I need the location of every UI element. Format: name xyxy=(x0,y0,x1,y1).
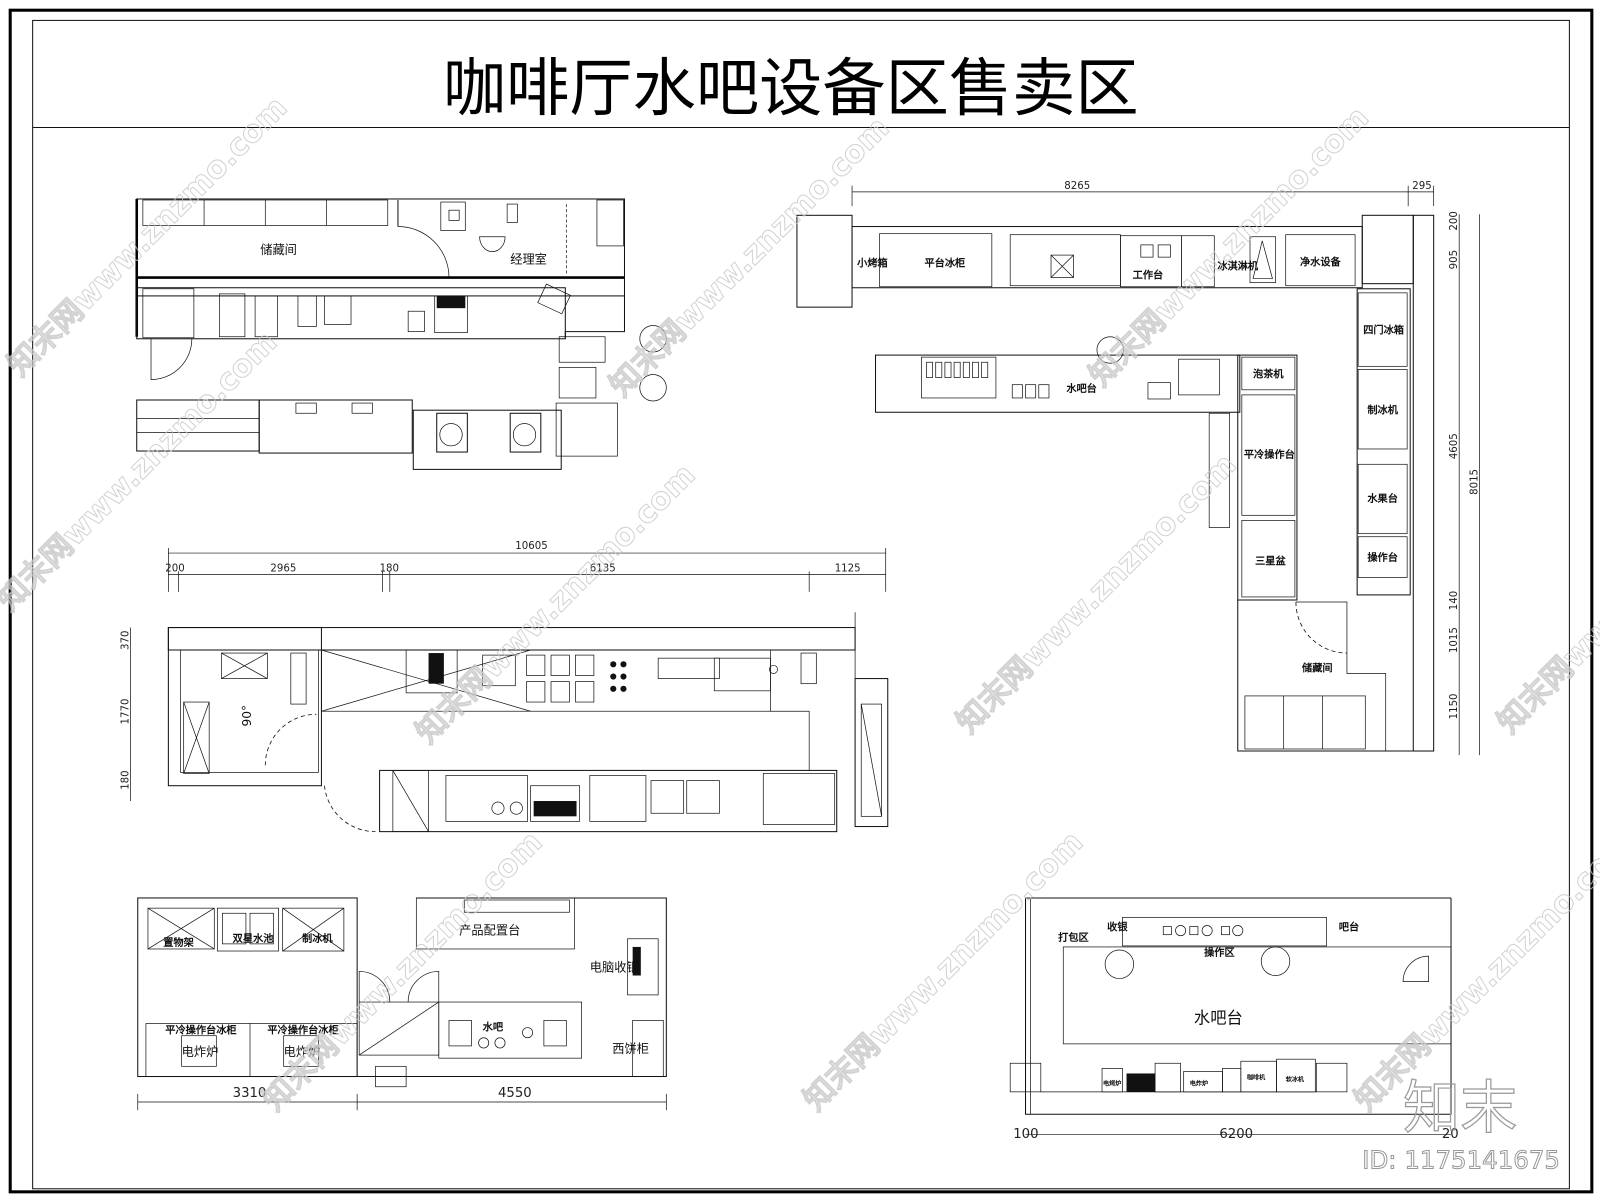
dim-6200: 6200 xyxy=(1219,1127,1253,1142)
label-water-bar: 水吧 xyxy=(482,1021,504,1034)
watermark-text: 知末网www.znzmo.com xyxy=(1491,447,1600,740)
room-label-manager-office: 经理室 xyxy=(510,251,547,266)
dim-10605: 10605 xyxy=(515,541,547,552)
watermark-id: ID: 1175141675 xyxy=(1362,1145,1560,1174)
label-workbench: 工作台 xyxy=(1133,269,1164,282)
label-shelf: 置物架 xyxy=(163,936,194,949)
dim-370: 370 xyxy=(121,631,132,650)
dim-200: 200 xyxy=(165,563,184,574)
watermark-text: 知末网www.znzmo.com xyxy=(1083,100,1376,393)
label-fruit-table: 水果台 xyxy=(1366,492,1398,505)
dim-6135: 6135 xyxy=(590,563,616,574)
watermark-logo: 知末 xyxy=(1403,1076,1517,1142)
room-label-storage: 储藏间 xyxy=(260,242,297,257)
label-small-oven: 小烤箱 xyxy=(856,256,888,269)
label-four-door-fridge: 四门冰箱 xyxy=(1363,324,1404,337)
label-platform-freezer: 平台冰柜 xyxy=(924,256,965,269)
label-packing-area: 打包区 xyxy=(1058,931,1089,944)
dim-1150: 1150 xyxy=(1449,693,1460,719)
watermark-layer: 知末网www.znzmo.com 知末网www.znzmo.com 知末网www… xyxy=(0,90,1600,1175)
dim-8265: 8265 xyxy=(1064,181,1090,192)
label-electric-fryer-2: 电炸炉 xyxy=(284,1045,321,1059)
label-coffee-machine: 咖啡机 xyxy=(1247,1074,1266,1082)
label-electric-fryer-br: 电炸炉 xyxy=(1190,1080,1208,1088)
dim-4550: 4550 xyxy=(498,1086,532,1101)
plan-top-right: 8265 295 小烤箱 平台冰柜 工作台 冰淇淋机 净水设备 四门冰箱 制冰机… xyxy=(796,181,1481,756)
label-flat-cooler-table: 平冷操作台 xyxy=(1244,448,1295,461)
label-product-prep-table: 产品配置台 xyxy=(459,923,520,938)
dim-8015: 8015 xyxy=(1470,469,1481,495)
dim-295: 295 xyxy=(1412,181,1431,192)
plan-bottom-left: 置物架 双星水池 制冰机 平冷操作台冰柜 平冷操作台冰柜 电炸炉 电炸炉 产品配… xyxy=(137,897,667,1111)
label-electric-fryer-1: 电炸炉 xyxy=(182,1045,219,1059)
label-bar: 吧台 xyxy=(1339,921,1359,934)
label-soft-ice-machine: 软冰机 xyxy=(1286,1076,1305,1084)
page-title: 咖啡厅水吧设备区售卖区 xyxy=(443,51,1139,125)
label-water-bar-counter-br: 水吧台 xyxy=(1194,1008,1243,1027)
watermark-text: 知末网www.znzmo.com xyxy=(950,447,1243,740)
dim-140: 140 xyxy=(1449,591,1460,610)
label-water-purifier: 净水设备 xyxy=(1300,255,1342,268)
label-pastry-cabinet: 西饼柜 xyxy=(612,1042,649,1056)
outer-frame xyxy=(8,8,1594,1194)
label-flat-cooler-freezer-1: 平冷操作台冰柜 xyxy=(165,1024,236,1037)
label-tea-machine: 泡茶机 xyxy=(1253,368,1284,381)
angle-label: 90° xyxy=(240,705,254,727)
dim-4605: 4605 xyxy=(1449,433,1460,459)
watermark-text: 知末网www.znzmo.com xyxy=(1348,825,1600,1118)
watermark-text: 知末网www.znzmo.com xyxy=(409,458,702,751)
label-ice-cream-machine: 冰淇淋机 xyxy=(1217,259,1259,272)
dim-905: 905 xyxy=(1449,250,1460,269)
label-operation-area: 操作区 xyxy=(1204,946,1235,959)
dim-100: 100 xyxy=(1013,1127,1038,1142)
label-operation-table: 操作台 xyxy=(1367,551,1398,564)
label-water-bar-counter: 水吧台 xyxy=(1065,382,1097,395)
label-ice-maker: 制冰机 xyxy=(1367,403,1398,416)
dim-2965: 2965 xyxy=(270,563,296,574)
dim-1125: 1125 xyxy=(835,563,861,574)
label-triple-sink: 三星盆 xyxy=(1255,554,1286,567)
watermark-text: 知末网www.znzmo.com xyxy=(797,825,1090,1118)
inner-frame xyxy=(32,19,1570,1190)
plan-top-left: 储藏间 经理室 xyxy=(135,198,667,470)
label-cashier: 收银 xyxy=(1107,921,1128,934)
label-flat-cooler-freezer-2: 平冷操作台冰柜 xyxy=(267,1024,338,1037)
plan-middle-left: 10605 200 2965 180 6135 1125 370 1770 18… xyxy=(121,541,889,833)
dim-1015: 1015 xyxy=(1449,627,1460,653)
dim-3310: 3310 xyxy=(233,1086,267,1101)
plan-bottom-right: 打包区 收银 操作区 吧台 水吧台 电烤炉 电炸炉 咖啡机 软冰机 100 62… xyxy=(1009,897,1459,1142)
dim-180b: 180 xyxy=(121,770,132,789)
dim-20: 20 xyxy=(1442,1127,1459,1142)
dim-200: 200 xyxy=(1449,211,1460,230)
label-ice-maker-bl: 制冰机 xyxy=(302,932,333,945)
label-double-sink: 双星水池 xyxy=(232,932,275,945)
watermark-text: 知末网www.znzmo.com xyxy=(0,325,284,618)
dim-180: 180 xyxy=(380,563,399,574)
label-electric-oven: 电烤炉 xyxy=(1103,1080,1121,1088)
label-storage: 储藏间 xyxy=(1302,661,1333,674)
dim-1770: 1770 xyxy=(121,699,132,725)
label-computer-cashier: 电脑收银 xyxy=(590,960,639,974)
watermark-text: 知末网www.znzmo.com xyxy=(256,825,549,1118)
